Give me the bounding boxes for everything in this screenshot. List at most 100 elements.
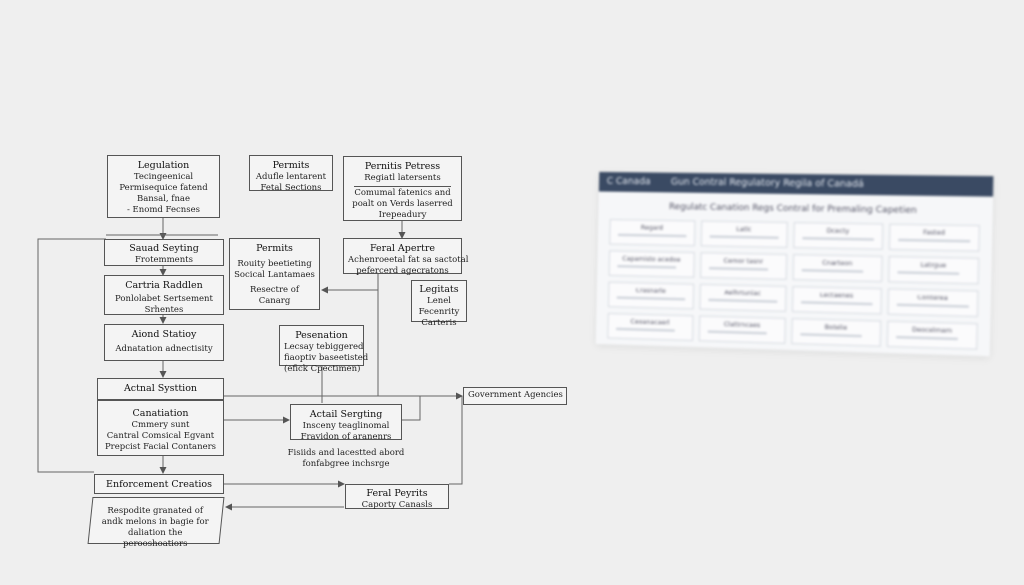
box-title: Actail Sergting bbox=[309, 409, 383, 420]
box-line: Caporty Canasls bbox=[361, 500, 433, 510]
box-feral-apertre: Feral Apertre Achenroeetal fat sa sactot… bbox=[343, 238, 469, 276]
card-cell: Crasnarle bbox=[607, 281, 694, 310]
cell-text: Crasnarle bbox=[635, 286, 666, 295]
cell-text: Dcecty bbox=[826, 226, 850, 236]
box-line: Carteris bbox=[421, 318, 457, 328]
box-line: Comumal fatenics and bbox=[354, 188, 451, 198]
box-line: Prepcist Facial Contaners bbox=[104, 442, 217, 452]
card-cell: Cemor tasnr bbox=[699, 252, 788, 280]
card-brand: C Canada bbox=[606, 175, 651, 188]
box-pernitis-petress: Pernitis Petress Regiatl latersents Comu… bbox=[343, 156, 462, 221]
box-legulation: Legulation Tecingeenical Permisequice fa… bbox=[107, 155, 220, 218]
box-feral-peyrits: Feral Peyrits Caporty Canasls bbox=[345, 484, 449, 510]
box-permits-top: Permits Adufle lentarent Fetal Sections bbox=[249, 155, 333, 193]
card-cell: Cnarteon bbox=[792, 254, 883, 283]
cell-text: Capamisto acedoe bbox=[622, 254, 681, 264]
box-line: Lecsay tebiggered bbox=[284, 342, 364, 352]
box-title: Permits bbox=[256, 243, 293, 254]
card-subtitle: Regulatc Canation Regs Contral for Prema… bbox=[668, 202, 917, 216]
box-line: Fecenrity bbox=[418, 307, 460, 317]
cell-text: Lectaenes bbox=[819, 290, 854, 300]
cell-text: Aelhrtuniac bbox=[724, 288, 761, 298]
box-line: Canarg bbox=[258, 296, 291, 306]
cell-text: Latlc bbox=[736, 225, 752, 234]
box-line: Rouity beetieting bbox=[237, 259, 312, 269]
card-cell: Aelhrtuniac bbox=[698, 283, 787, 312]
box-legitats: Legitats Lenel Fecenrity Carteris bbox=[411, 280, 467, 328]
box-title: Feral Apertre bbox=[369, 243, 436, 254]
box-line: - Enomd Fecnses bbox=[126, 205, 201, 215]
box-respodite: Respodite granated of andk melons in bag… bbox=[87, 497, 225, 549]
box-title: Enforcement Creatios bbox=[106, 479, 212, 490]
card-cell: Clattrncaes bbox=[698, 315, 786, 344]
note-fisiids: Fisiids and lacestted abord fonfabgree i… bbox=[286, 448, 406, 470]
box-title: Pernitis Petress bbox=[364, 161, 441, 172]
loop-left bbox=[37, 238, 106, 473]
box-government-agencies: Government Agencies bbox=[463, 387, 567, 405]
card-cell: Latrgue bbox=[887, 255, 980, 285]
box-title: Feral Peyrits bbox=[366, 488, 428, 499]
box-line: Cantral Comsical Egvant bbox=[106, 431, 215, 441]
box-line: Resectre of bbox=[249, 285, 300, 295]
box-line: Adufle lentarent bbox=[255, 172, 327, 182]
regulatory-card-preview: C Canada Gun Contral Regulatory Regila o… bbox=[595, 171, 994, 357]
box-pesenation: Pesenation Lecsay tebiggered fiaoptiv ba… bbox=[279, 325, 368, 374]
note-line: fonfabgree inchsrge bbox=[302, 459, 390, 469]
box-line: Regiatl latersents bbox=[364, 173, 441, 183]
card-title: Gun Contral Regulatory Regila of Canadá bbox=[670, 176, 864, 190]
box-line: Srhentes bbox=[144, 305, 184, 315]
box-canatiation: Canatiation Cmmery sunt Cantral Comsical… bbox=[97, 400, 224, 456]
box-line: Frotemments bbox=[135, 255, 193, 265]
box-sauad-seyting: Sauad Seyting Frotemments bbox=[104, 239, 224, 266]
box-title: Sauad Seyting bbox=[129, 243, 199, 254]
card-cell: Ceoanacaerl bbox=[607, 312, 694, 342]
box-title: Aiond Statioy bbox=[131, 329, 197, 340]
box-line: Cmmery sunt bbox=[131, 420, 190, 430]
box-actail-sergting: Actail Sergting Insceny teaglinomal Frav… bbox=[290, 404, 402, 442]
box-line: Ponlolabet Sertsement bbox=[115, 294, 213, 304]
box-line: Tecingeenical bbox=[133, 172, 194, 182]
box-title: Government Agencies bbox=[468, 390, 563, 400]
box-title: Legitats bbox=[419, 284, 459, 295]
cell-text: Fasted bbox=[923, 228, 945, 237]
card-grid: Regard Latlc Dcecty Fasted Capamisto ace… bbox=[596, 219, 992, 350]
card-cell: Conterea bbox=[886, 288, 979, 318]
box-title: Permits bbox=[272, 160, 310, 171]
box-line: Bansal, fnae bbox=[136, 194, 191, 204]
box-line: (efick Cpectimen) bbox=[284, 364, 361, 374]
box-line: Permisequice fatend bbox=[119, 183, 208, 193]
box-line: Irepeadury bbox=[378, 210, 427, 220]
card-cell: Botelie bbox=[791, 318, 881, 347]
box-line: Lenel bbox=[427, 296, 451, 306]
cell-text: Latrgue bbox=[920, 260, 947, 270]
card-column-header: Latlc bbox=[700, 220, 788, 248]
box-line: melons in bagie for daliation bbox=[125, 517, 209, 538]
box-title: Canatiation bbox=[132, 408, 189, 419]
card-cell: Capamisto acedoe bbox=[608, 250, 695, 278]
box-line: poalt on Verds laserred bbox=[352, 199, 453, 209]
box-actnal-systtion: Actnal Systtion bbox=[97, 378, 224, 400]
note-line: Fisiids and lacestted abord bbox=[287, 448, 405, 458]
box-permits-mid: Permits Rouity beetieting Socical Lantam… bbox=[229, 238, 320, 310]
cell-text: Conterea bbox=[917, 293, 948, 302]
cell-text: Cnarteon bbox=[822, 258, 853, 268]
box-title: Cartria Raddlen bbox=[125, 280, 203, 291]
box-cartria-raddlen: Cartria Raddlen Ponlolabet Sertsement Sr… bbox=[104, 275, 224, 315]
box-line: Achenroeetal fat sa sactotal bbox=[348, 255, 469, 265]
card-cell: Lectaenes bbox=[791, 286, 882, 315]
cell-text: Cemor tasnr bbox=[723, 256, 764, 266]
box-title: Pesenation bbox=[295, 330, 348, 341]
card-column-header: Regard bbox=[609, 219, 695, 247]
divider bbox=[354, 186, 451, 187]
card-cell: Deocelmam bbox=[886, 320, 978, 350]
cell-text: Regard bbox=[640, 223, 664, 232]
box-title: Actnal Systtion bbox=[123, 383, 198, 394]
box-line: Adnatation adnectisity bbox=[115, 344, 213, 354]
box-line: Fetal Sections bbox=[260, 183, 322, 193]
box-line: Insceny teaglinomal bbox=[302, 421, 390, 431]
card-header: C Canada Gun Contral Regulatory Regila o… bbox=[598, 171, 994, 197]
box-line: pefercerd agecratons bbox=[356, 266, 449, 276]
card-column-header: Fasted bbox=[888, 223, 980, 252]
